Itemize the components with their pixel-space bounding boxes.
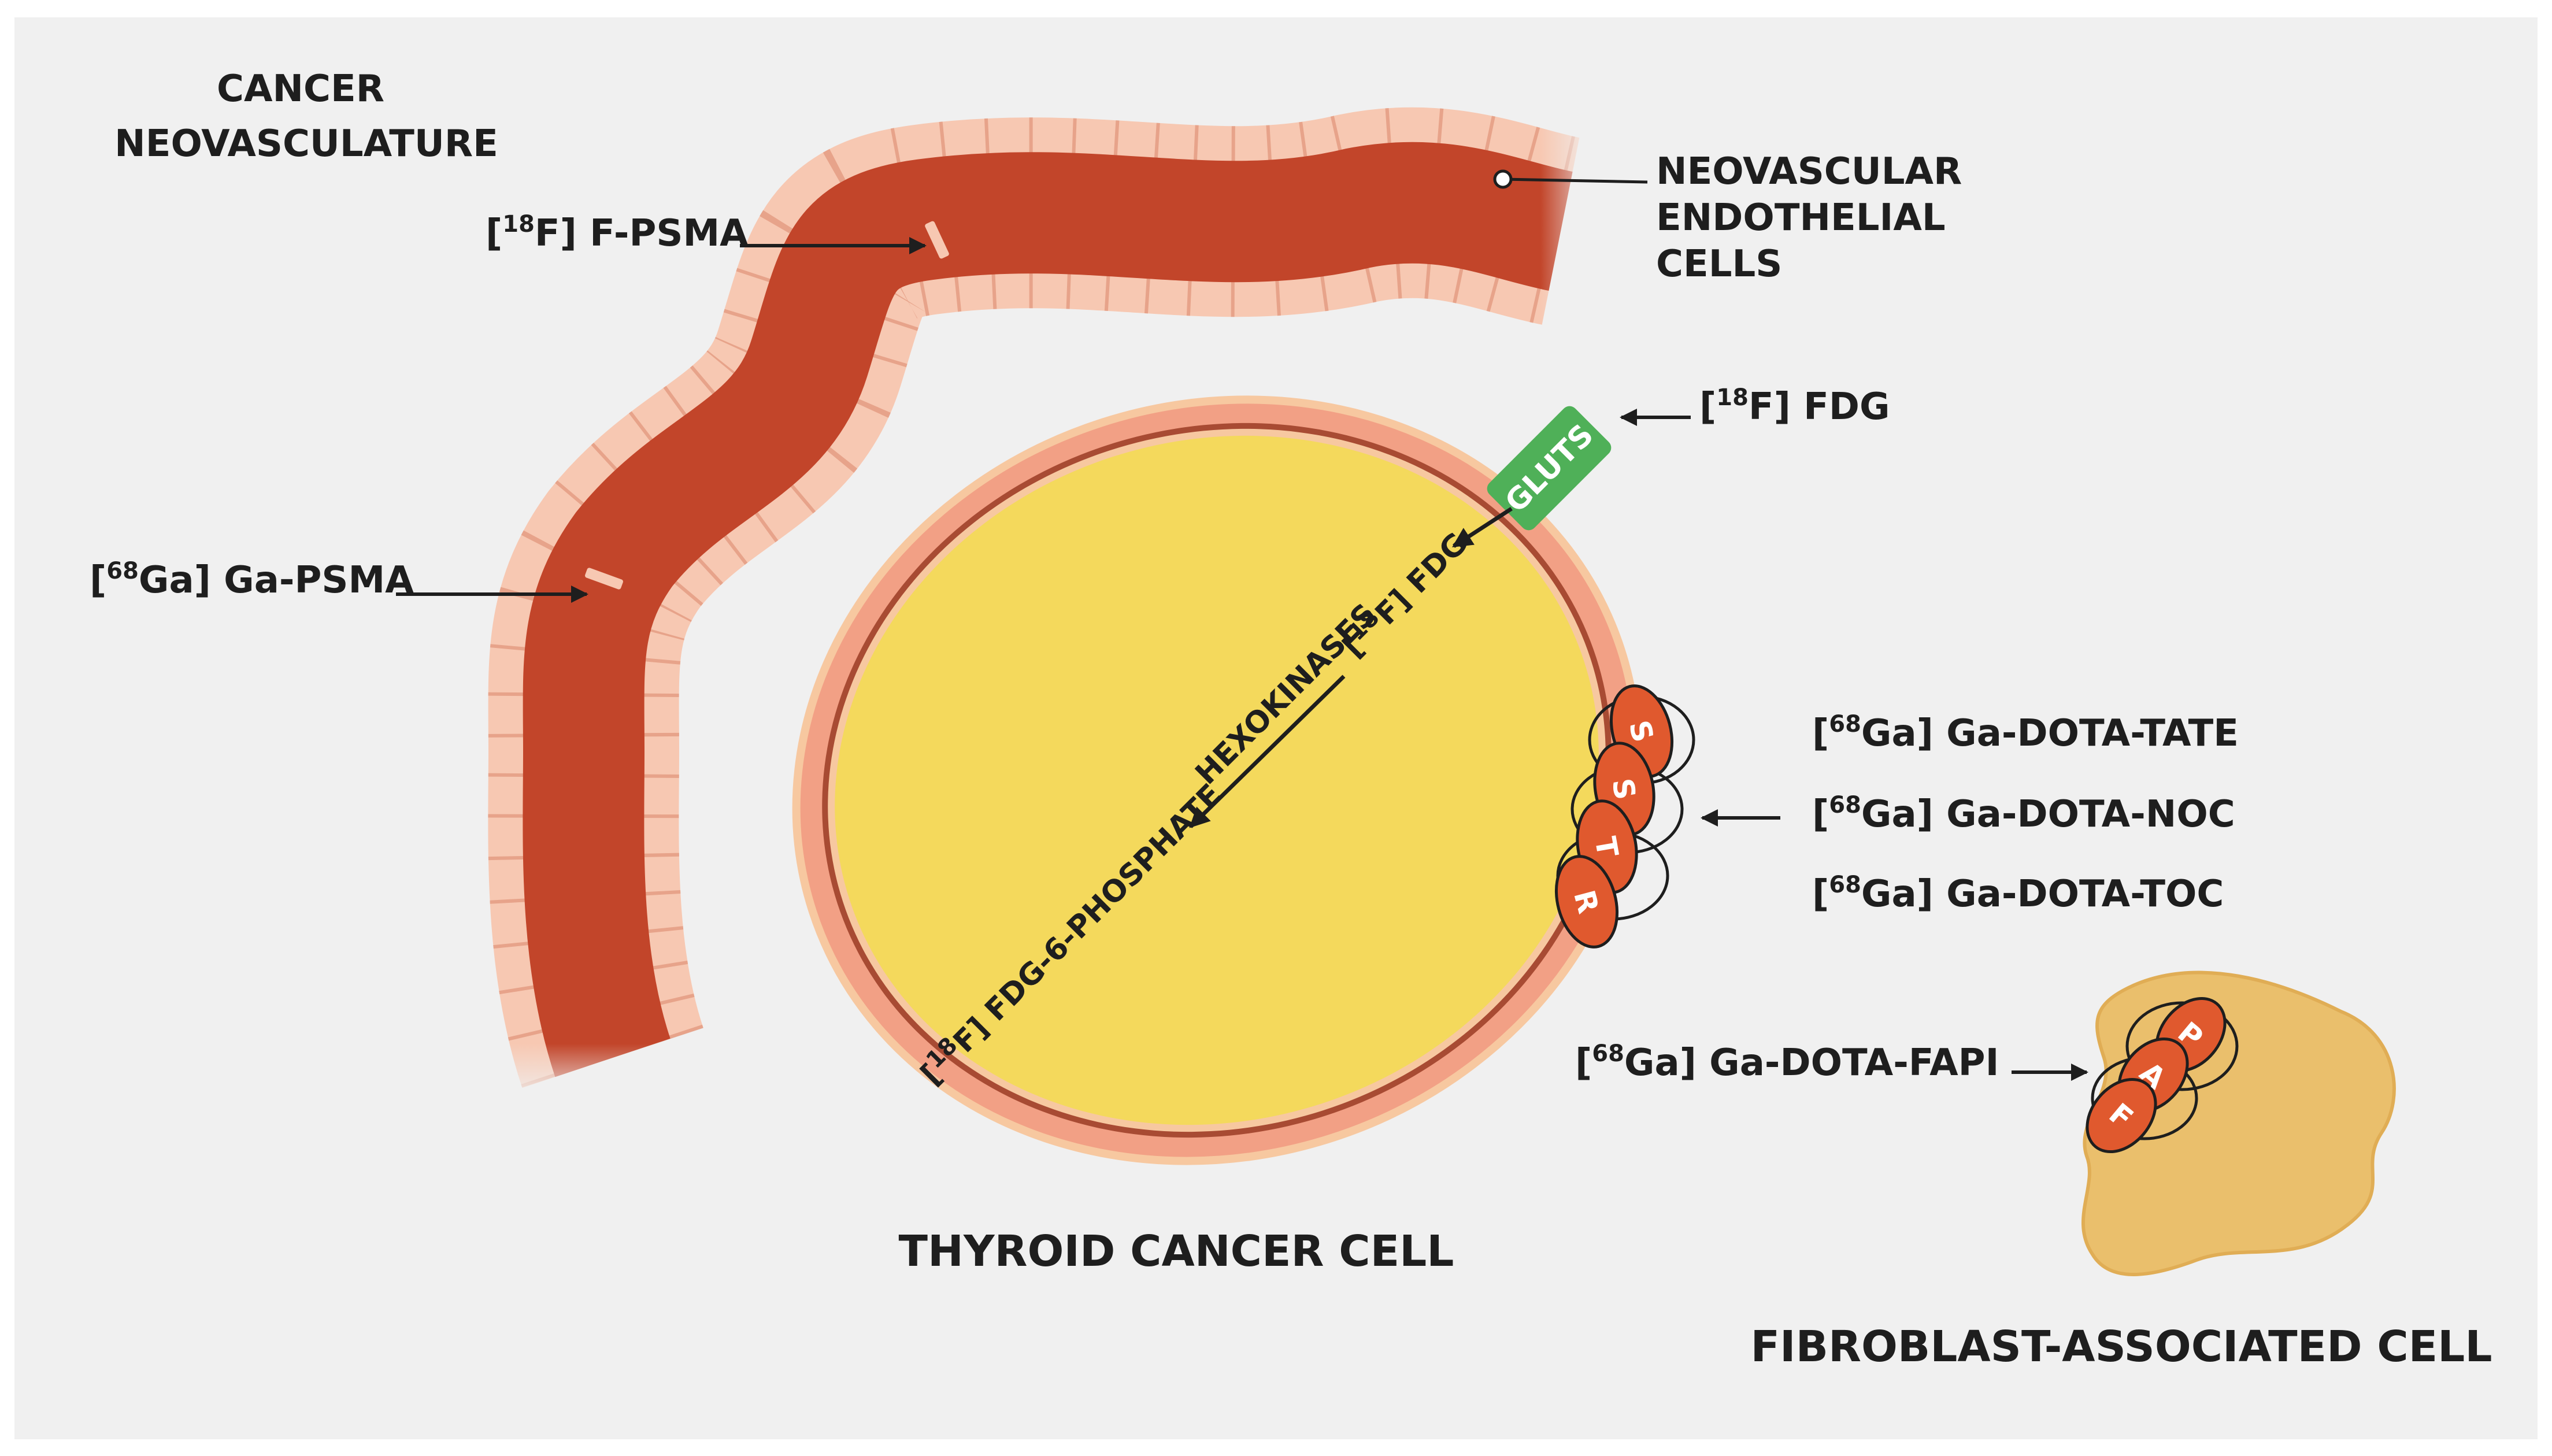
psma-marker-left (583, 565, 625, 592)
ga-psma-label: [68Ga] Ga-PSMA (90, 558, 414, 602)
cancer-neovasculature-line1: CANCER (217, 68, 384, 110)
fdg-label: [18F] FDG (1699, 384, 1890, 428)
endothelial-label-line3: CELLS (1656, 243, 1782, 286)
vessel-fade-bottom (480, 954, 723, 1104)
dota-tate-label: [68Ga] Ga-DOTA-TATE (1812, 711, 2239, 755)
blood-vessel (480, 107, 1601, 1104)
fap-subunit-f (2086, 1077, 2157, 1154)
endothelial-pointer-dot (1493, 169, 1513, 189)
fibroblast-cell-caption: FIBROBLAST-ASSOCIATED CELL (1750, 1322, 2492, 1372)
endothelial-pointer (1502, 177, 1648, 184)
fibroblast-cell: P A F (2081, 970, 2396, 1276)
arrow-hexokinase (1189, 675, 1346, 828)
thyroid-cancer-cell (792, 395, 1642, 1165)
cancer-neovasculature-line2: NEOVASCULATURE (114, 123, 498, 165)
dota-toc-label: [68Ga] Ga-DOTA-TOC (1812, 872, 2224, 916)
endothelial-label-line2: ENDOTHELIAL (1656, 197, 1946, 239)
thyroid-cell-caption: THYROID CANCER CELL (899, 1227, 1454, 1276)
dota-fapi-label: [68Ga] Ga-DOTA-FAPI (1575, 1040, 1999, 1084)
sstr-subunit-4 (1554, 855, 1619, 949)
psma-marker-top (923, 218, 951, 261)
gluts-box (1487, 406, 1612, 531)
dota-noc-label: [68Ga] Ga-DOTA-NOC (1812, 792, 2235, 836)
arrow-gluts-to-fdg (1452, 507, 1513, 548)
cytoplasm (835, 435, 1599, 1125)
vessel-fade-right (1358, 127, 1601, 335)
endothelial-label-line1: NEOVASCULAR (1656, 150, 1962, 193)
vessel-lumen (523, 142, 1573, 1077)
sstr-receptor: S S T R (1554, 684, 1695, 949)
